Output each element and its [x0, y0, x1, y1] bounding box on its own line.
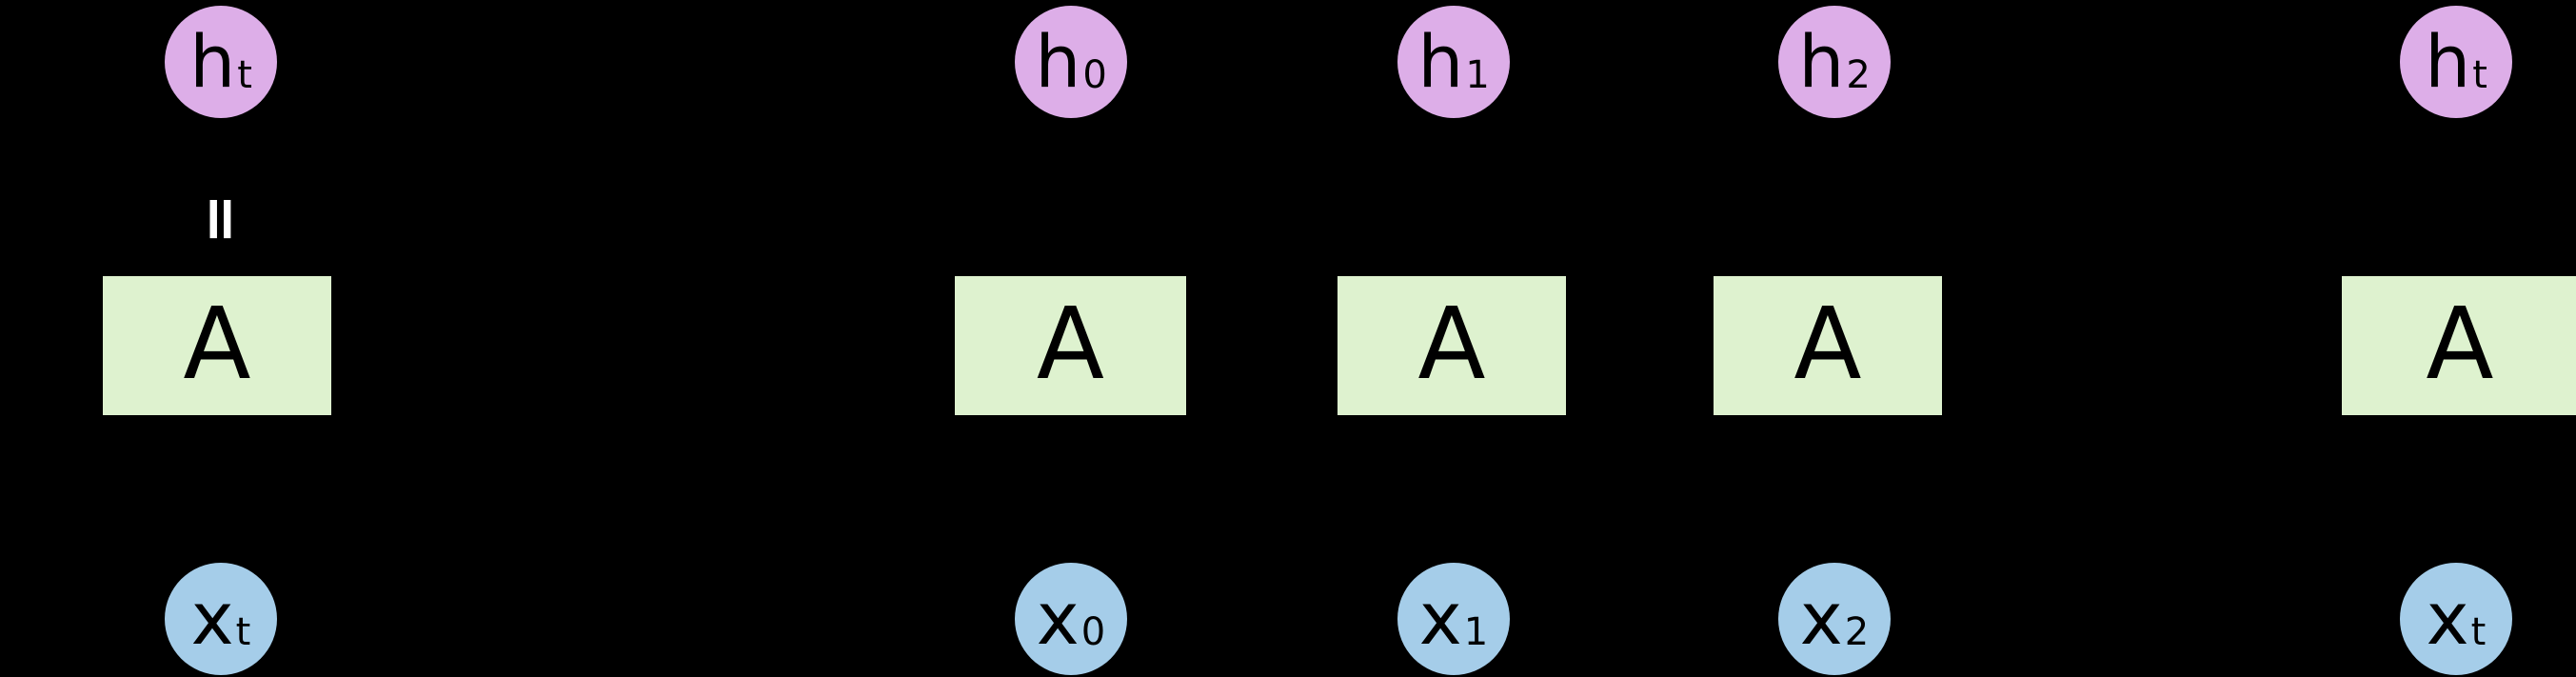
rnn-cell-box: A [103, 276, 331, 415]
input-node-base: x [1418, 576, 1462, 661]
hidden-state-node-subscript: 2 [1846, 53, 1871, 97]
rnn-cell-label: A [183, 286, 251, 402]
rnn-cell-label: A [1417, 286, 1486, 402]
equals-sign: = [186, 193, 256, 245]
hidden-state-node-base: h [1798, 19, 1845, 104]
input-node-base: x [1036, 576, 1080, 661]
input-node-base: x [2426, 576, 2469, 661]
input-node-base: x [190, 576, 234, 661]
hidden-state-node-subscript: t [2472, 53, 2487, 97]
input-node-subscript: t [2470, 610, 2487, 654]
rnn-cell-box: A [2342, 276, 2576, 415]
input-node-subscript: 0 [1080, 610, 1106, 654]
input-node-subscript: t [235, 610, 251, 654]
rnn-cell-label: A [1793, 286, 1862, 402]
input-node-base: x [1799, 576, 1843, 661]
hidden-state-node-subscript: 1 [1465, 53, 1490, 97]
hidden-state-node-base: h [189, 19, 236, 104]
input-node-subscript: 1 [1463, 610, 1489, 654]
hidden-state-node-base: h [1417, 19, 1464, 104]
hidden-state-node-base: h [2425, 19, 2471, 104]
hidden-state-node-subscript: 0 [1082, 53, 1107, 97]
rnn-cell-label: A [2426, 286, 2494, 402]
hidden-state-node-subscript: t [237, 53, 252, 97]
rnn-cell-box: A [955, 276, 1186, 415]
rnn-cell-box: A [1714, 276, 1942, 415]
input-node-subscript: 2 [1844, 610, 1870, 654]
rnn-cell-label: A [1036, 286, 1105, 402]
hidden-state-node-base: h [1035, 19, 1081, 104]
rnn-cell-box: A [1338, 276, 1566, 415]
